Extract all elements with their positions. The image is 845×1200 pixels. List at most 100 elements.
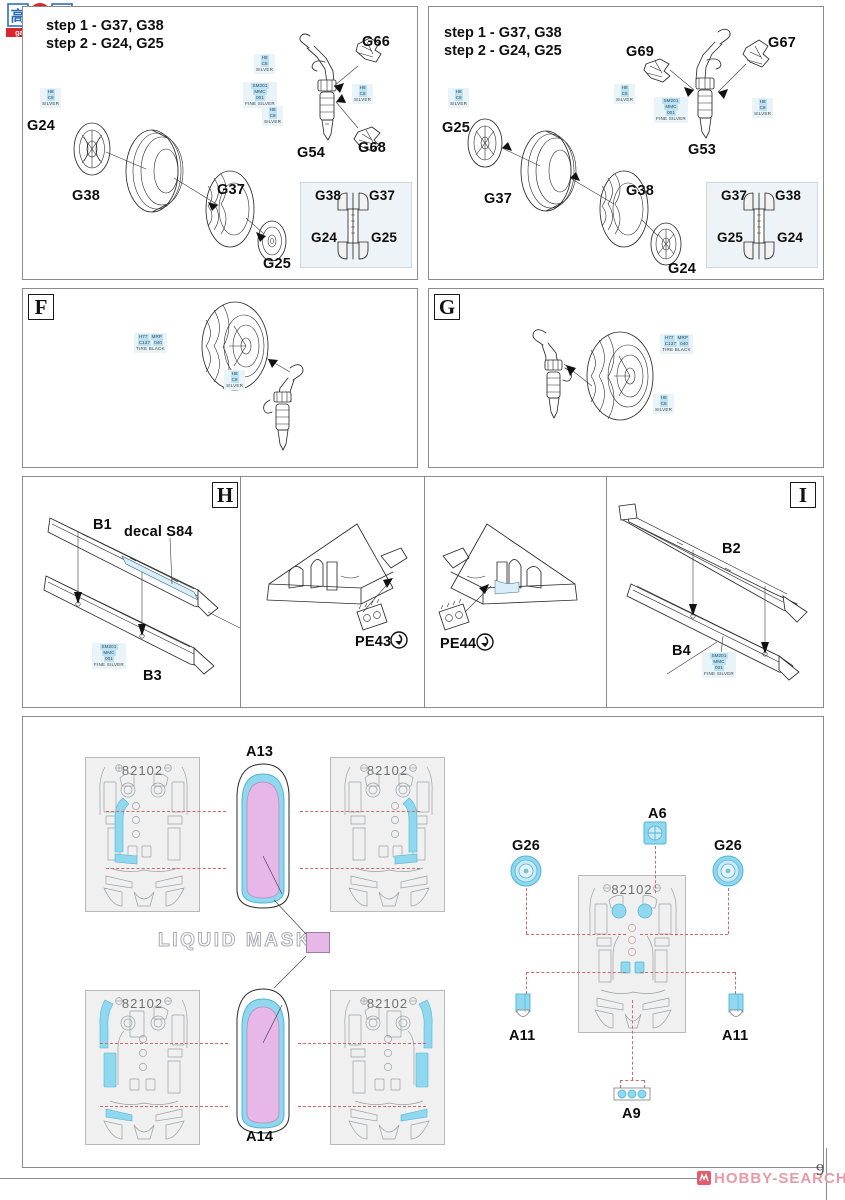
divider-h-1	[240, 476, 241, 708]
paint-code: SM201	[710, 653, 728, 659]
liquid-mask-label: LIQUID MASK	[157, 930, 313, 952]
mask-guide-a9	[632, 1000, 633, 1080]
decal-label-s84: decal S84	[124, 524, 193, 540]
paint-name: SILVER	[256, 66, 274, 72]
art-detail-tail-pe44	[442, 523, 578, 605]
mask-guide-tl-2	[106, 868, 226, 869]
paint-code: SM201	[662, 98, 680, 104]
paint-name: FINE SILVER	[656, 115, 686, 121]
mask-guide-a11-left-v	[526, 972, 527, 994]
part-label-g24-right: G24	[668, 261, 697, 277]
paint-num: 001	[665, 109, 676, 116]
paint-alt: MMC	[102, 649, 116, 656]
mask-guide-g26-left-v	[526, 888, 527, 934]
art-wheel-g37-right	[520, 130, 577, 212]
panel-letter-F: F	[28, 294, 54, 320]
inset-label-br: G25	[371, 230, 398, 245]
paint-code: H8	[46, 89, 55, 95]
part-label-a11-right: A11	[722, 1028, 749, 1044]
paint-alt: MRP	[150, 334, 164, 340]
inset-label-bl-right: G25	[717, 230, 744, 245]
paint-callout-strut-low: H8 C8 SILVER	[262, 106, 284, 126]
paint-num: 001	[713, 664, 724, 671]
panel-letter-I: I	[790, 482, 816, 508]
mask-sheet-code: 82102	[121, 763, 164, 778]
part-label-pe44: PE44	[440, 636, 477, 652]
mask-guide-br-1	[298, 1043, 426, 1044]
inset-label-tl-right: G37	[721, 188, 748, 203]
paint-name: SILVER	[450, 100, 468, 106]
hobby-search-watermark: HOBBY-SEARCH	[714, 1170, 845, 1187]
mask-sheet-bl: 82102	[85, 990, 200, 1145]
paint-num: 001	[103, 655, 114, 662]
paint-code: H8	[758, 99, 767, 105]
paint-callout-fine-silver-H: SM201 MMC 001 FINE SILVER	[92, 643, 126, 669]
top-right-step-2: step 2 - G24, G25	[444, 43, 562, 59]
art-detail-tail-pe43	[266, 523, 408, 605]
paint-code: H8	[268, 107, 277, 113]
art-bracket-g68	[353, 126, 381, 152]
part-label-g25-right: G25	[442, 120, 471, 136]
paint-callout-fine-silver-I: SM201 MMC 001 FINE SILVER	[702, 652, 736, 678]
paint-name: SILVER	[655, 406, 673, 412]
paint-code: SM201	[251, 83, 269, 89]
paint-name: SILVER	[264, 118, 282, 124]
hobby-search-icon	[697, 1171, 711, 1185]
part-label-a6: A6	[648, 806, 667, 822]
paint-code: H8	[454, 89, 463, 95]
part-label-b4: B4	[672, 643, 691, 659]
top-right-step-1: step 1 - G37, G38	[444, 25, 562, 41]
art-strut-g53	[695, 28, 731, 139]
art-nosewheel-G	[586, 331, 654, 421]
divider-h-3	[606, 476, 607, 708]
panel-H-art	[43, 517, 241, 675]
art-stabiliser-b4	[626, 583, 800, 681]
art-pe44-part	[438, 598, 470, 631]
panel-letter-H: H	[212, 482, 238, 508]
paint-num: C8	[358, 90, 367, 97]
mask-guide-bl-1	[100, 1043, 228, 1044]
mask-guide-a9-h	[620, 1080, 644, 1081]
mask-part-a11-right	[728, 993, 744, 1017]
liquid-mask-swatch	[306, 932, 330, 953]
paint-name: SILVER	[226, 382, 244, 388]
paint-num: C8	[230, 376, 239, 383]
mask-guide-g26-right-h	[640, 934, 728, 935]
canopy-label-a13: A13	[246, 744, 274, 760]
art-bracket-g67	[742, 39, 770, 68]
paint-callout-tire-black-F: H77 MRP C137 040 TIRE BLACK	[134, 333, 167, 353]
inset-label-br-right: G24	[777, 230, 804, 245]
paint-callout-tire-black-G: H77 MRP C137 040 TIRE BLACK	[660, 334, 693, 354]
canopy-mask-a14	[236, 988, 290, 1134]
part-label-g53: G53	[688, 142, 717, 158]
art-bracket-g69	[643, 58, 671, 83]
mask-guide-a9-l	[620, 1080, 621, 1088]
mask-part-a9	[613, 1087, 651, 1101]
paint-num: C8	[454, 94, 463, 101]
panel-F-art	[201, 301, 304, 451]
canopy-mask-a13	[236, 763, 290, 909]
part-label-b1: B1	[93, 517, 112, 533]
art-nosestrut-G	[532, 329, 572, 419]
mask-guide-a11-right-h	[640, 972, 735, 973]
paint-code: H8	[620, 85, 629, 91]
part-label-g38-right: G38	[626, 183, 655, 199]
panel-I-detail-art	[438, 523, 578, 631]
mask-sheet-code: 82102	[366, 763, 409, 778]
canopy-label-a14: A14	[246, 1129, 274, 1145]
paint-callout-g67: H8 C8 SILVER	[752, 98, 774, 118]
paint-name: FINE SILVER	[245, 100, 275, 106]
paint-alt: MMC	[712, 658, 726, 665]
mask-sheet-br: 82102	[330, 990, 445, 1145]
inset-wheel-section-right: G37 G38 G25 G24	[706, 182, 818, 268]
paint-num: 040	[153, 339, 164, 346]
paint-name: FINE SILVER	[94, 661, 124, 667]
mask-guide-a9-r	[644, 1080, 645, 1088]
paint-alt: MMC	[664, 103, 678, 110]
mask-part-a11-left	[515, 993, 531, 1017]
part-label-g66: G66	[362, 34, 391, 50]
paint-num: C8	[620, 90, 629, 97]
part-label-g26-right: G26	[714, 838, 743, 854]
top-right-assembly-art	[467, 28, 770, 266]
art-strut-g54	[299, 33, 337, 141]
